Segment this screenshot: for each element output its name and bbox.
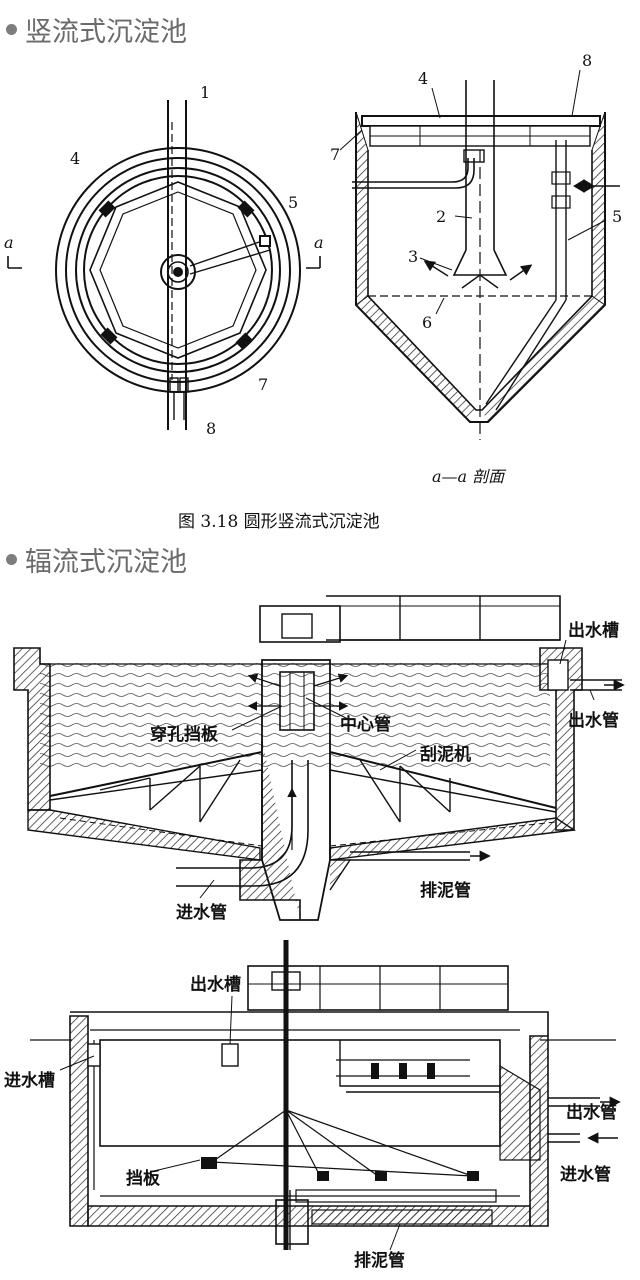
label-number: 5 (288, 193, 298, 212)
section-marker-right: a (314, 233, 324, 252)
label-number: 7 (258, 375, 268, 394)
figure-peripheral-clarifier: 出水槽 进水槽 出水管 进水管 挡板 排泥管 (4, 940, 621, 1271)
figure-vertical-clarifier: 1 4 5 7 8 a a (4, 51, 622, 532)
label-inlet-pipe: 进水管 (560, 1164, 611, 1185)
label-number: 3 (408, 247, 418, 266)
section-title: 竖流式沉淀池 (25, 17, 187, 48)
label-inlet-trough: 进水槽 (4, 1070, 55, 1091)
label-number: 8 (582, 51, 592, 70)
label-inlet-pipe: 进水管 (176, 902, 227, 923)
section-marker-left: a (4, 233, 14, 252)
label-number: 7 (330, 145, 340, 164)
label-sludge-pipe: 排泥管 (354, 1250, 405, 1271)
section-caption: a—a 剖面 (432, 467, 507, 486)
section-heading-radial: 辐流式沉淀池 (6, 540, 187, 579)
label-scraper: 刮泥机 (420, 744, 471, 765)
label-outlet-trough: 出水槽 (568, 620, 619, 641)
label-number: 2 (436, 207, 446, 226)
label-baffle: 挡板 (126, 1168, 161, 1189)
plan-view (7, 100, 321, 430)
label-number: 6 (422, 313, 432, 332)
label-number: 4 (70, 149, 80, 168)
label-outlet-pipe: 出水管 (568, 710, 619, 731)
section-title: 辐流式沉淀池 (25, 547, 187, 578)
section-heading-vertical: 竖流式沉淀池 (6, 10, 187, 49)
label-number: 8 (206, 419, 216, 438)
figure-radial-clarifier: 出水槽 出水管 穿孔挡板 中心管 刮泥机 排泥管 进水管 (13, 595, 625, 923)
label-outlet-trough: 出水槽 (190, 974, 241, 995)
label-outlet-pipe: 出水管 (566, 1102, 617, 1123)
label-sludge-pipe: 排泥管 (420, 880, 471, 901)
section-view (339, 69, 620, 440)
label-number: 5 (612, 207, 622, 226)
figure-caption: 图 3.18 圆形竖流式沉淀池 (178, 512, 380, 532)
label-center-pipe: 中心管 (340, 714, 391, 735)
label-number: 4 (418, 69, 428, 88)
bullet-icon (6, 554, 17, 565)
label-perforated-baffle: 穿孔挡板 (150, 724, 219, 745)
label-number: 1 (200, 83, 210, 102)
bullet-icon (6, 24, 17, 35)
